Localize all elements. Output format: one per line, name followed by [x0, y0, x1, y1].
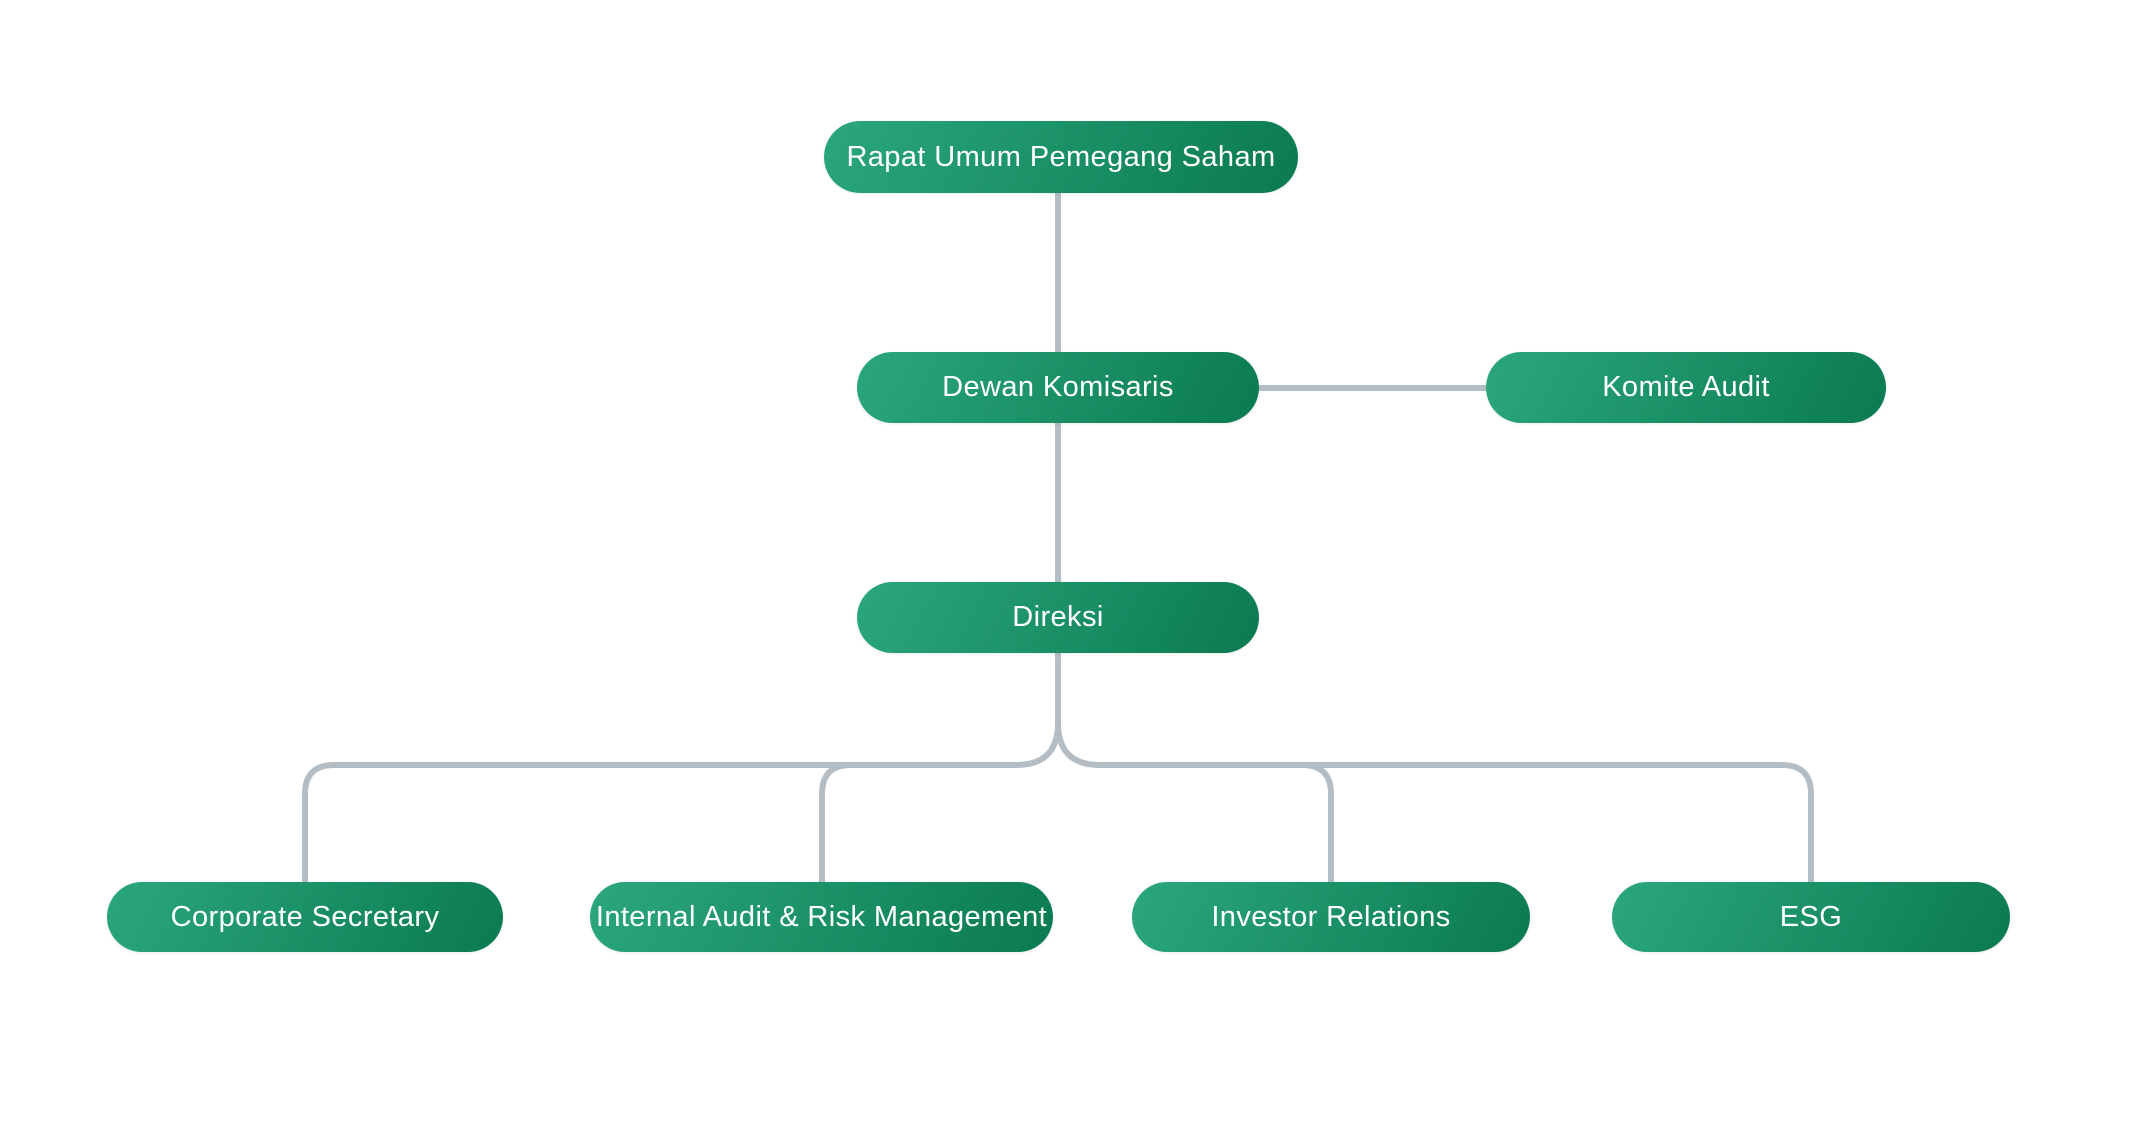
- node-rapat-umum-pemegang-saham: Rapat Umum Pemegang Saham: [824, 121, 1298, 193]
- edge-direksi-internal-audit: [819, 762, 1019, 887]
- node-label: Investor Relations: [1211, 900, 1451, 933]
- node-label: Rapat Umum Pemegang Saham: [846, 140, 1276, 173]
- node-esg: ESG: [1612, 882, 2010, 952]
- node-label: ESG: [1779, 900, 1843, 933]
- node-investor-relations: Investor Relations: [1132, 882, 1530, 952]
- node-dewan-komisaris: Dewan Komisaris: [857, 352, 1259, 423]
- node-komite-audit: Komite Audit: [1486, 352, 1886, 423]
- node-label: Komite Audit: [1602, 371, 1770, 403]
- node-label: Direksi: [1012, 601, 1104, 633]
- node-label: Internal Audit & Risk Management: [595, 900, 1048, 933]
- node-label: Dewan Komisaris: [942, 371, 1174, 403]
- node-label: Corporate Secretary: [170, 900, 440, 933]
- edge-direksi-investor-relations: [1097, 762, 1334, 887]
- node-internal-audit-risk-management: Internal Audit & Risk Management: [590, 882, 1053, 952]
- node-direksi: Direksi: [857, 582, 1259, 653]
- node-corporate-secretary: Corporate Secretary: [107, 882, 503, 952]
